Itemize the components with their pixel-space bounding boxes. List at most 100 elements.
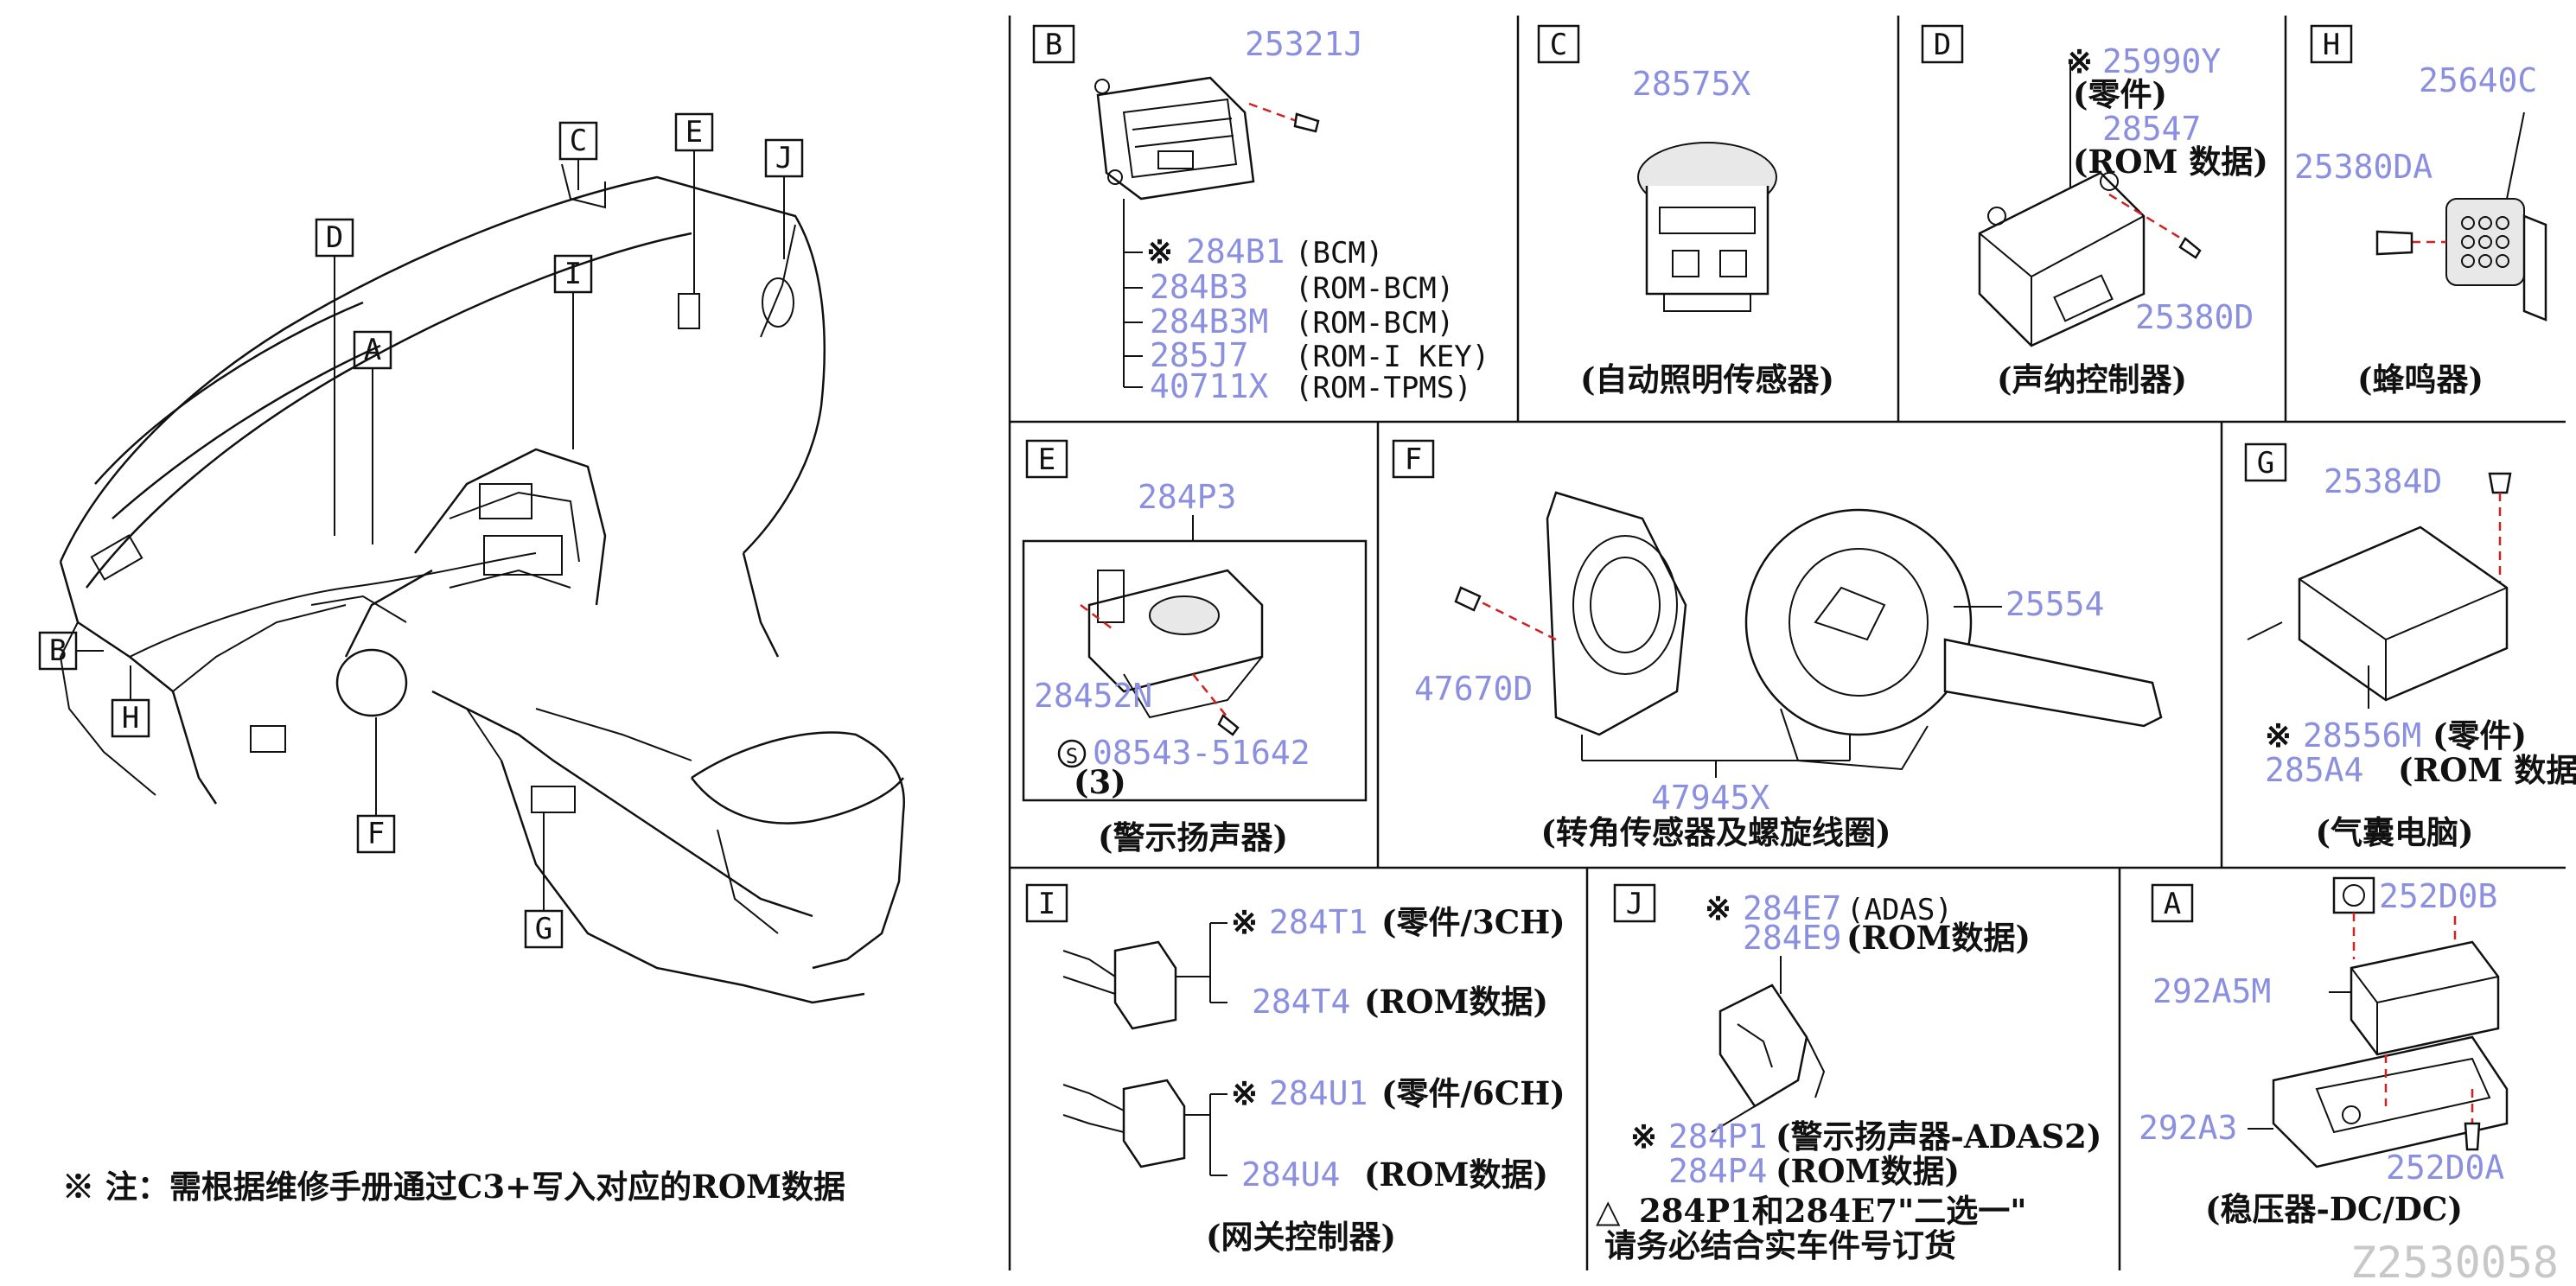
desc-284T4: (ROM数据) [1364,983,1548,1021]
part-252D0B: 252D0B [2379,877,2497,915]
panel-b: B 25321J ※ 284B1 (BCM) 284B3 (ROM-BCM) 2… [1032,24,1489,405]
panel-a: A 252D0B 292A5M 292A3 252D0A (稳压器-DC/DC) [2139,876,2509,1228]
panel-d: D ※ 25990Y (零件) 28547 (ROM 数据) 25380D (声… [1921,24,2268,398]
callout-f: F [367,817,385,851]
note-order-check: 请务必结合实车件号订货 [1604,1226,1956,1264]
part-292A3: 292A3 [2139,1109,2237,1147]
desc-284U1: (零件/6CH) [1381,1074,1565,1112]
caption-i: (网关控制器) [1206,1218,1396,1256]
part-28556M: 28556M [2303,716,2421,754]
part-284T1: 284T1 [1269,903,1368,941]
qty-08543-51642: (3) [1074,763,1126,801]
panel-j: J ※ 284E7 (ADAS) 284E9 (ROM数据) ※ 284P1 (… [1596,883,2101,1264]
desc-284B3M: (ROM-BCM) [1295,306,1454,341]
callout-d: D [326,220,343,255]
desc-284E9: (ROM数据) [1846,919,2031,957]
dashboard-overview-drawing [59,163,905,1004]
caption-a: (稳压器-DC/DC) [2205,1190,2463,1228]
panel-f-letter: F [1405,442,1422,477]
part-284P1: 284P1 [1668,1117,1767,1155]
part-252D0A: 252D0A [2386,1149,2504,1187]
part-25990Y: 25990Y [2102,42,2221,80]
part-28452N: 28452N [1034,677,1152,715]
panel-i: I ※ 284T1 (零件/3CH) 284T4 (ROM数据) ※ 284U1… [1025,883,1565,1256]
callout-j: J [775,141,793,175]
mark-284B1: ※ [1146,232,1173,271]
panel-f: F 47670D 25554 47945X (转角传感器及螺旋线圈) [1392,439,2163,851]
adas-module-drawing [1718,984,1826,1108]
desc-285A4: (ROM 数据) [2398,751,2576,789]
part-28575X: 28575X [1632,65,1750,103]
callout-i: I [564,257,582,291]
desc-284B1: (BCM) [1295,236,1383,271]
desc-285J7: (ROM-I KEY) [1295,340,1489,374]
mark-284P1: ※ [1630,1117,1657,1155]
panel-grid [1008,16,2566,1270]
screw-25380DA [2375,230,2413,256]
caption-c: (自动照明传感器) [1580,360,1834,398]
panel-h-letter: H [2323,28,2340,62]
desc-28556M: (零件) [2433,716,2527,754]
part-284P4: 284P4 [1668,1152,1767,1190]
part-284B1: 284B1 [1186,232,1285,271]
bolt-25321J [1293,112,1320,133]
screw-25380D [2178,237,2202,259]
desc-284E7: (ADAS) [1846,893,1953,927]
desc-40711X: (ROM-TPMS) [1295,371,1472,405]
triangle-mark: △ [1596,1192,1621,1230]
part-284E7: 284E7 [1743,889,1841,927]
part-47945X: 47945X [1651,779,1769,817]
part-284U4: 284U4 [1241,1155,1340,1194]
part-25640C: 25640C [2419,61,2537,99]
desc-25990Y: (零件) [2073,75,2167,113]
panel-c-letter: C [1550,28,1567,62]
mark-284U1: ※ [1231,1074,1258,1112]
panel-d-letter: D [1934,28,1951,62]
desc-284P1: (警示扬声器-ADAS2) [1776,1117,2101,1155]
part-284P3: 284P3 [1138,478,1236,516]
panel-j-letter: J [1626,887,1643,921]
spiral-cable-drawing [1744,508,2163,771]
panel-c: C 28575X (自动照明传感器) [1537,24,1834,398]
overview-callouts: C E J D I A B H F G [38,112,804,949]
mark-284T1: ※ [1231,903,1258,941]
part-284E9: 284E9 [1743,919,1841,957]
caption-h: (蜂鸣器) [2357,360,2484,398]
part-285J7: 285J7 [1150,336,1248,374]
caption-f: (转角传感器及螺旋线圈) [1540,813,1891,851]
callout-a: A [364,333,381,367]
part-285A4: 285A4 [2265,751,2363,789]
gateway-6ch-drawing [1062,1079,1186,1168]
callout-c: C [570,124,587,158]
part-292A5M: 292A5M [2152,972,2271,1010]
panel-e: E 284P3 28452N S 08543-51642 (3) (警示扬声器) [1022,439,1368,856]
mark-284E7: ※ [1705,889,1731,927]
part-28547: 28547 [2102,110,2201,148]
warning-speaker-drawing [1087,569,1264,719]
panel-h: H 25640C 25380DA (蜂鸣器) [2294,24,2547,398]
part-25380DA: 25380DA [2294,148,2433,186]
airbag-computer-drawing [2247,525,2509,702]
callout-g: G [535,912,552,946]
sonar-controller-drawing [1978,171,2146,347]
callout-h: H [122,701,139,735]
gateway-3ch-drawing [1062,940,1177,1030]
part-08543-51642: 08543-51642 [1093,734,1310,772]
diagram-id: Z2530058 [2350,1238,2559,1283]
callout-e: E [685,115,703,150]
rom-note: ※ 注：需根据维修手册通过C3+写入对应的ROM数据 [62,1168,845,1206]
desc-284B3: (ROM-BCM) [1295,271,1454,306]
panel-b-letter: B [1045,28,1062,62]
part-25321J: 25321J [1245,25,1363,63]
part-47670D: 47670D [1414,670,1533,708]
panel-g: G 25384D ※ 28556M (零件) 285A4 (ROM 数据) (气… [2244,442,2576,851]
part-284B3: 284B3 [1150,268,1248,306]
desc-284P4: (ROM数据) [1776,1152,1960,1190]
part-284U1: 284U1 [1269,1074,1368,1112]
caption-g: (气囊电脑) [2315,813,2473,851]
dcdc-converter-drawing [2272,940,2509,1168]
bcm-module-drawing [1094,76,1255,201]
caption-e: (警示扬声器) [1098,818,1288,856]
